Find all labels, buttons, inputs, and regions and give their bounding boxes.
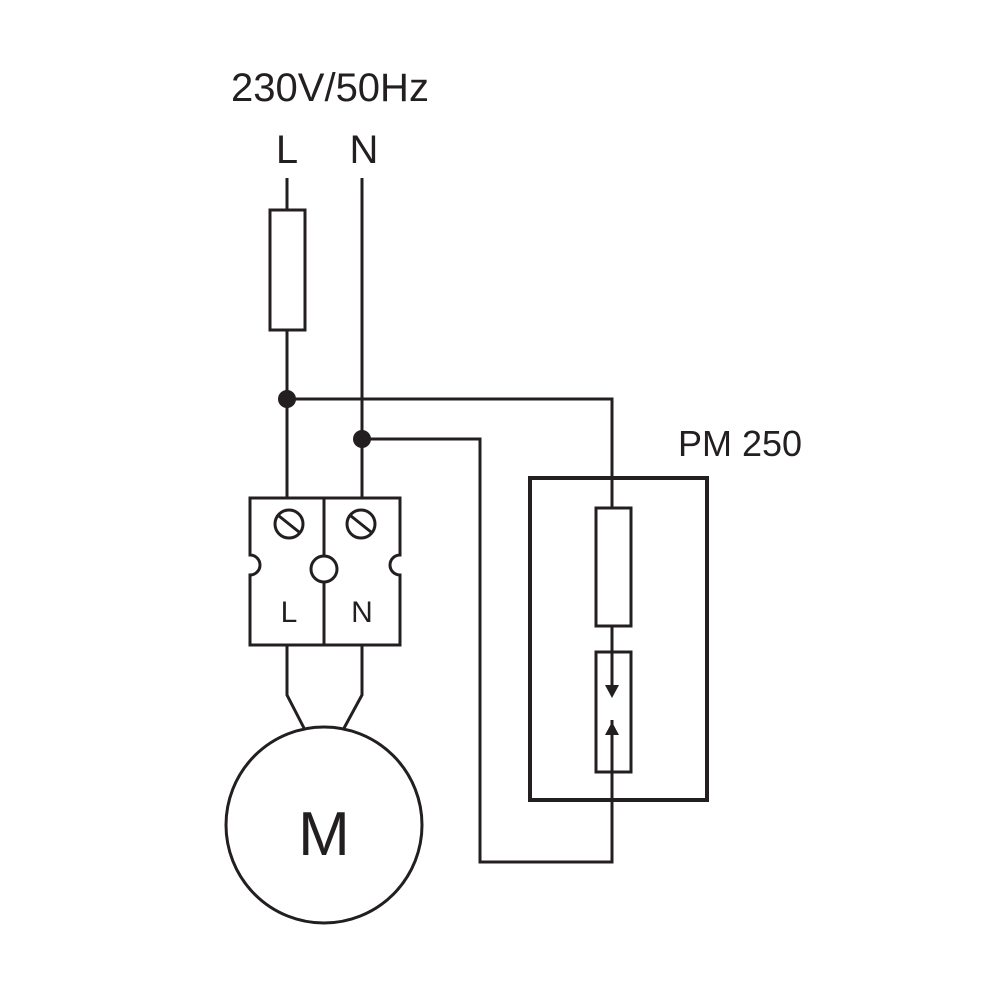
supply-line-label: L bbox=[276, 128, 298, 172]
supply-fuse bbox=[268, 208, 307, 332]
supply-neutral-label: N bbox=[350, 128, 379, 172]
controller-label: PM 250 bbox=[678, 423, 802, 464]
terminal-right-label: N bbox=[351, 596, 373, 629]
terminal-block bbox=[248, 496, 402, 647]
motor-lead-right bbox=[341, 645, 364, 731]
controller-fuse bbox=[594, 506, 633, 628]
line-branch-wire bbox=[287, 397, 614, 510]
terminal-screw-left-icon bbox=[273, 508, 305, 540]
neutral-branch-wire bbox=[362, 437, 614, 864]
controller-housing bbox=[528, 476, 709, 802]
motor-lead-left bbox=[285, 645, 307, 731]
motor-label: M bbox=[298, 800, 350, 869]
supply-voltage-label: 230V/50Hz bbox=[231, 66, 429, 110]
terminal-left-label: L bbox=[281, 596, 298, 629]
terminal-link-circle bbox=[309, 554, 339, 584]
motor-symbol bbox=[224, 725, 424, 925]
thermal-contact-icon bbox=[594, 650, 633, 774]
terminal-screw-right-icon bbox=[345, 508, 377, 540]
